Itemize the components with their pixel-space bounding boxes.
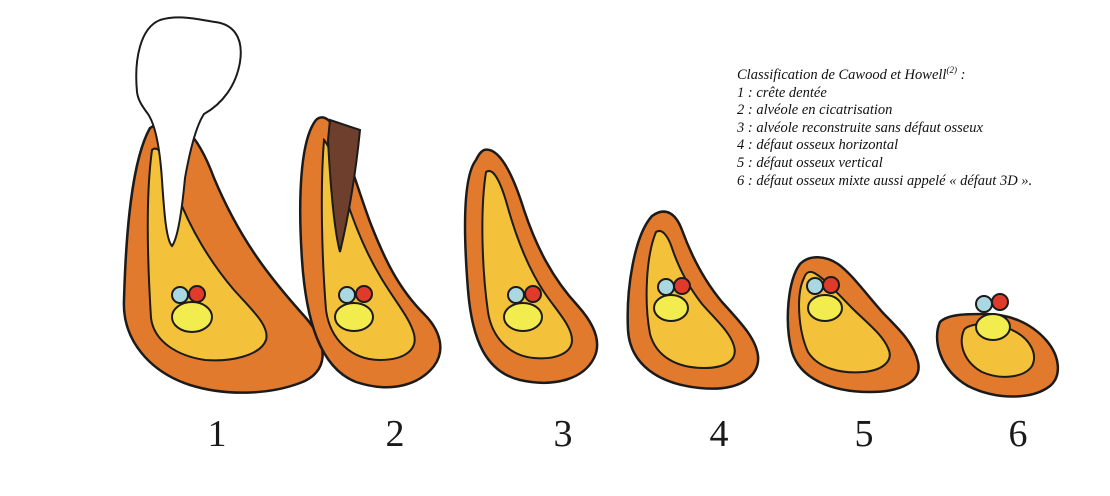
classification-legend: Classification de Cawood et Howell(2) : … — [737, 65, 1097, 190]
ridge-5 — [786, 256, 920, 394]
ridge-2-canal — [334, 285, 374, 332]
ridge-2-socket — [326, 118, 362, 253]
ridge-6 — [935, 293, 1059, 398]
ridge-6-canal — [975, 293, 1011, 341]
legend-item-2: 2 : alvéole en cicatrisation — [737, 102, 893, 119]
stage-label-2: 2 — [385, 413, 405, 455]
ridge-4-canal — [653, 277, 691, 322]
ridge-6-cancellous — [960, 323, 1035, 378]
ridge-1 — [122, 16, 324, 394]
legend-item-1: 1 : crête dentée — [737, 84, 827, 101]
ridge-4-cancellous — [645, 230, 736, 370]
ridge-3 — [463, 148, 599, 384]
legend-item-4: 4 : défaut osseux horizontal — [737, 137, 899, 154]
ridge-4 — [626, 210, 760, 390]
ridge-2 — [298, 116, 442, 389]
tooth-crown — [135, 16, 242, 248]
legend-item-3: 3 : alvéole reconstruite sans défaut oss… — [737, 119, 983, 136]
stage-label-3: 3 — [553, 413, 573, 455]
legend-item-6: 6 : défaut osseux mixte aussi appelé « d… — [737, 172, 1033, 189]
ridge-3-canal — [503, 285, 543, 332]
stage-label-5: 5 — [854, 413, 874, 455]
stage-label-1: 1 — [207, 413, 227, 455]
stage-label-4: 4 — [709, 413, 729, 455]
stage-label-6: 6 — [1008, 413, 1028, 455]
ridge-1-canal — [171, 285, 213, 333]
legend-title: Classification de Cawood et Howell(2) : — [737, 65, 966, 83]
ridge-5-canal — [806, 276, 843, 322]
legend-item-5: 5 : défaut osseux vertical — [737, 154, 883, 171]
